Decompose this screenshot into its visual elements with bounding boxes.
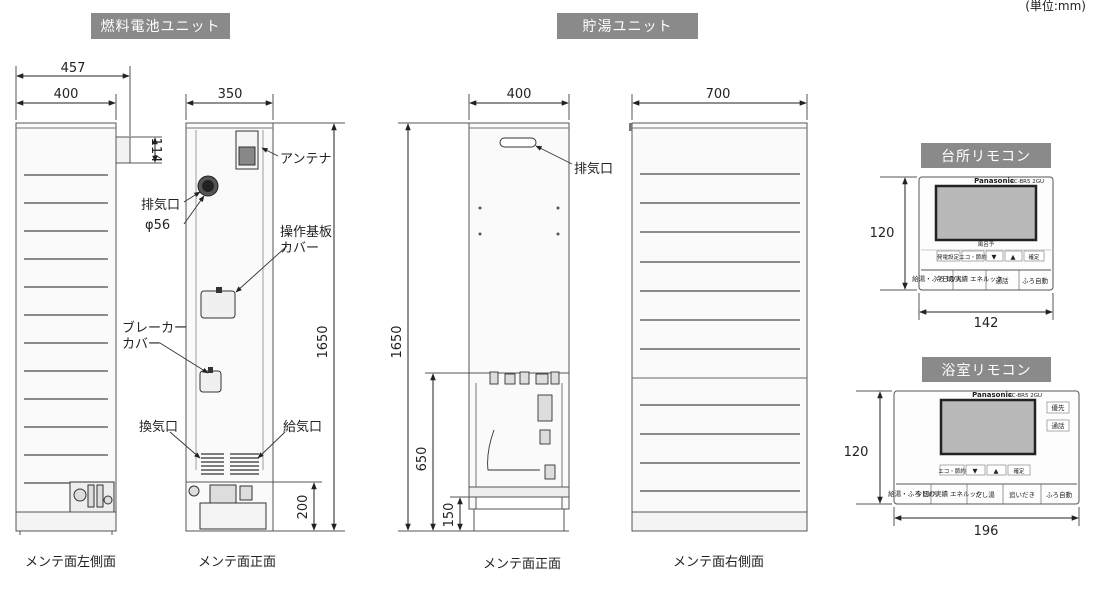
fuel-cell-side-view: 457 400 114 [15, 61, 163, 535]
bath-btn-auto: ふろ自動 [1046, 490, 1073, 499]
kitchen-remote-title: 台所リモコン [921, 143, 1051, 168]
kitchen-btn-power: 発電設定 [937, 253, 960, 261]
kitchen-btn-up: ▲ [1011, 253, 1016, 261]
bath-btn-up: ▲ [994, 467, 999, 475]
dim-457: 457 [61, 61, 86, 76]
label-exhaust: 排気口 [141, 198, 181, 213]
dim-142: 142 [974, 316, 999, 331]
dim-120-kitchen: 120 [870, 226, 895, 241]
bath-btn-call: 通話 [1052, 421, 1066, 430]
bath-remote-drawing: Panasonic RC-BR5 2GU 優先 通話 エコ・節約 ▼ ▲ 確定 … [844, 390, 1080, 539]
label-board-cover-2: カバー [280, 241, 320, 256]
hot-water-front-view: 400 1650 650 150 [390, 87, 573, 532]
caption-hw-right: メンテ面右側面 [673, 555, 765, 570]
bath-btn-eco: エコ・節約 [938, 467, 966, 475]
kitchen-btn-call: 通話 [996, 276, 1010, 285]
kitchen-btn-eco: エコ・節約 [959, 253, 987, 261]
dim-1650-hw: 1650 [390, 325, 405, 358]
caption-hw-front: メンテ面正面 [483, 557, 562, 572]
caption-fc-left: メンテ面左側面 [25, 555, 117, 570]
hot-water-side-view: 700 [629, 87, 808, 532]
label-antenna: アンテナ [280, 152, 332, 167]
dim-196: 196 [974, 524, 999, 539]
kitchen-btn-energy: 今日の実績 エネルック [935, 274, 1002, 283]
bath-btn-ok: 確定 [1013, 467, 1025, 475]
dim-200: 200 [296, 495, 311, 520]
caption-fc-front: メンテ面正面 [198, 555, 277, 570]
dim-150: 150 [442, 503, 457, 528]
bath-btn-reheat: 追いだき [1009, 490, 1035, 499]
label-board-cover-1: 操作基板 [280, 225, 333, 240]
fuel-cell-front-view: 350 1650 200 [159, 87, 345, 532]
hot-water-unit-title: 貯湯ユニット [557, 13, 698, 39]
bath-remote-title: 浴室リモコン [922, 357, 1051, 382]
label-breaker-cover-2: カバー [122, 337, 162, 352]
kitchen-screen-caption: 風呂予 [978, 240, 995, 248]
bath-btn-add-water: たし湯 [975, 490, 995, 499]
bath-btn-down: ▼ [973, 467, 978, 475]
unit-note: (単位:mm) [1025, 0, 1086, 13]
dim-650: 650 [415, 447, 430, 472]
dim-700: 700 [706, 87, 731, 102]
bath-btn-priority: 優先 [1052, 403, 1066, 412]
kitchen-model: RC-BR5 2GU [1010, 179, 1044, 185]
dim-1650-fc: 1650 [316, 325, 331, 358]
kitchen-remote-drawing: Panasonic RC-BR5 2GU 風呂予 発電設定 エコ・節約 ▼ ▲ … [870, 176, 1054, 331]
kitchen-btn-down: ▼ [992, 253, 997, 261]
label-phi56: φ56 [145, 218, 171, 233]
bath-btn-energy: 今日の実績 エネルック [915, 489, 982, 498]
dim-350: 350 [218, 87, 243, 102]
dim-120-bath: 120 [844, 445, 869, 460]
kitchen-btn-ok: 確定 [1028, 253, 1040, 261]
bath-brand: Panasonic [972, 391, 1012, 399]
dim-400-hw: 400 [507, 87, 532, 102]
kitchen-brand: Panasonic [974, 177, 1014, 185]
label-intake: 給気口 [283, 420, 323, 435]
dim-114: 114 [148, 138, 163, 163]
kitchen-btn-power-toggle: 給湯・ふろ 切/入 [912, 274, 962, 283]
kitchen-btn-auto: ふろ自動 [1022, 276, 1049, 285]
label-vent: 換気口 [139, 420, 179, 435]
label-hw-exhaust: 排気口 [574, 162, 614, 177]
label-breaker-cover-1: ブレーカー [122, 321, 188, 336]
fuel-cell-unit-title: 燃料電池ユニット [91, 13, 230, 39]
bath-btn-power-toggle: 給湯・ふろ 切/入 [888, 489, 938, 498]
dim-400: 400 [54, 87, 79, 102]
bath-model: RC-BR5 2GU [1008, 393, 1042, 399]
